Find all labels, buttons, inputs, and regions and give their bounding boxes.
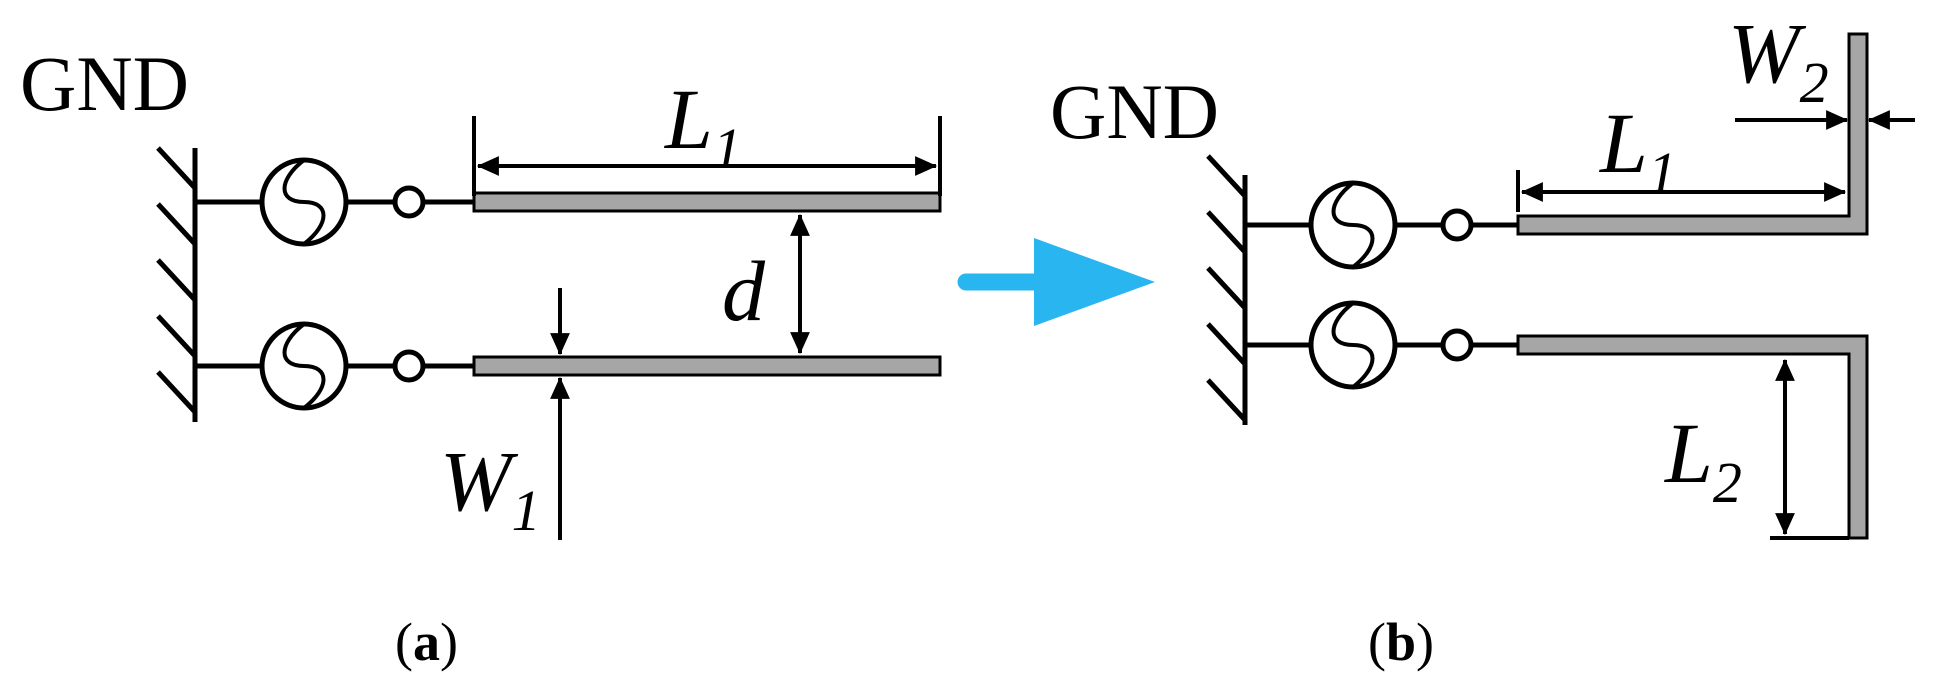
w1-label: W1 <box>440 433 541 543</box>
caption-a: (a) <box>395 612 458 672</box>
w2-label: W2 <box>1728 5 1829 115</box>
gnd-label-a: GND <box>20 40 189 127</box>
ac-source-icon <box>262 324 346 408</box>
l1-label-b: L1 <box>1598 95 1677 205</box>
d-label: d <box>722 243 766 339</box>
port-terminal-icon <box>1440 208 1474 242</box>
ground-hatch-icon <box>156 146 198 422</box>
port-terminal-icon <box>1440 328 1474 362</box>
port-terminal-icon <box>392 185 426 219</box>
panel-a: GND L1 d W <box>20 40 942 672</box>
ac-source-icon <box>262 160 346 244</box>
caption-b: (b) <box>1368 612 1434 672</box>
upper-strip-b <box>1516 32 1869 236</box>
ground-hatch-icon <box>1206 154 1248 425</box>
right-arrow-icon <box>957 238 1155 326</box>
ac-source-icon <box>1311 183 1395 267</box>
gnd-label-b: GND <box>1050 68 1219 155</box>
l1-label-a: L1 <box>663 71 742 181</box>
panel-b: GND L1 W2 <box>1050 5 1915 672</box>
lower-strip-a <box>472 355 942 377</box>
ac-source-icon <box>1311 303 1395 387</box>
l2-label: L2 <box>1663 405 1742 515</box>
port-terminal-icon <box>392 349 426 383</box>
upper-strip-a <box>472 191 942 213</box>
